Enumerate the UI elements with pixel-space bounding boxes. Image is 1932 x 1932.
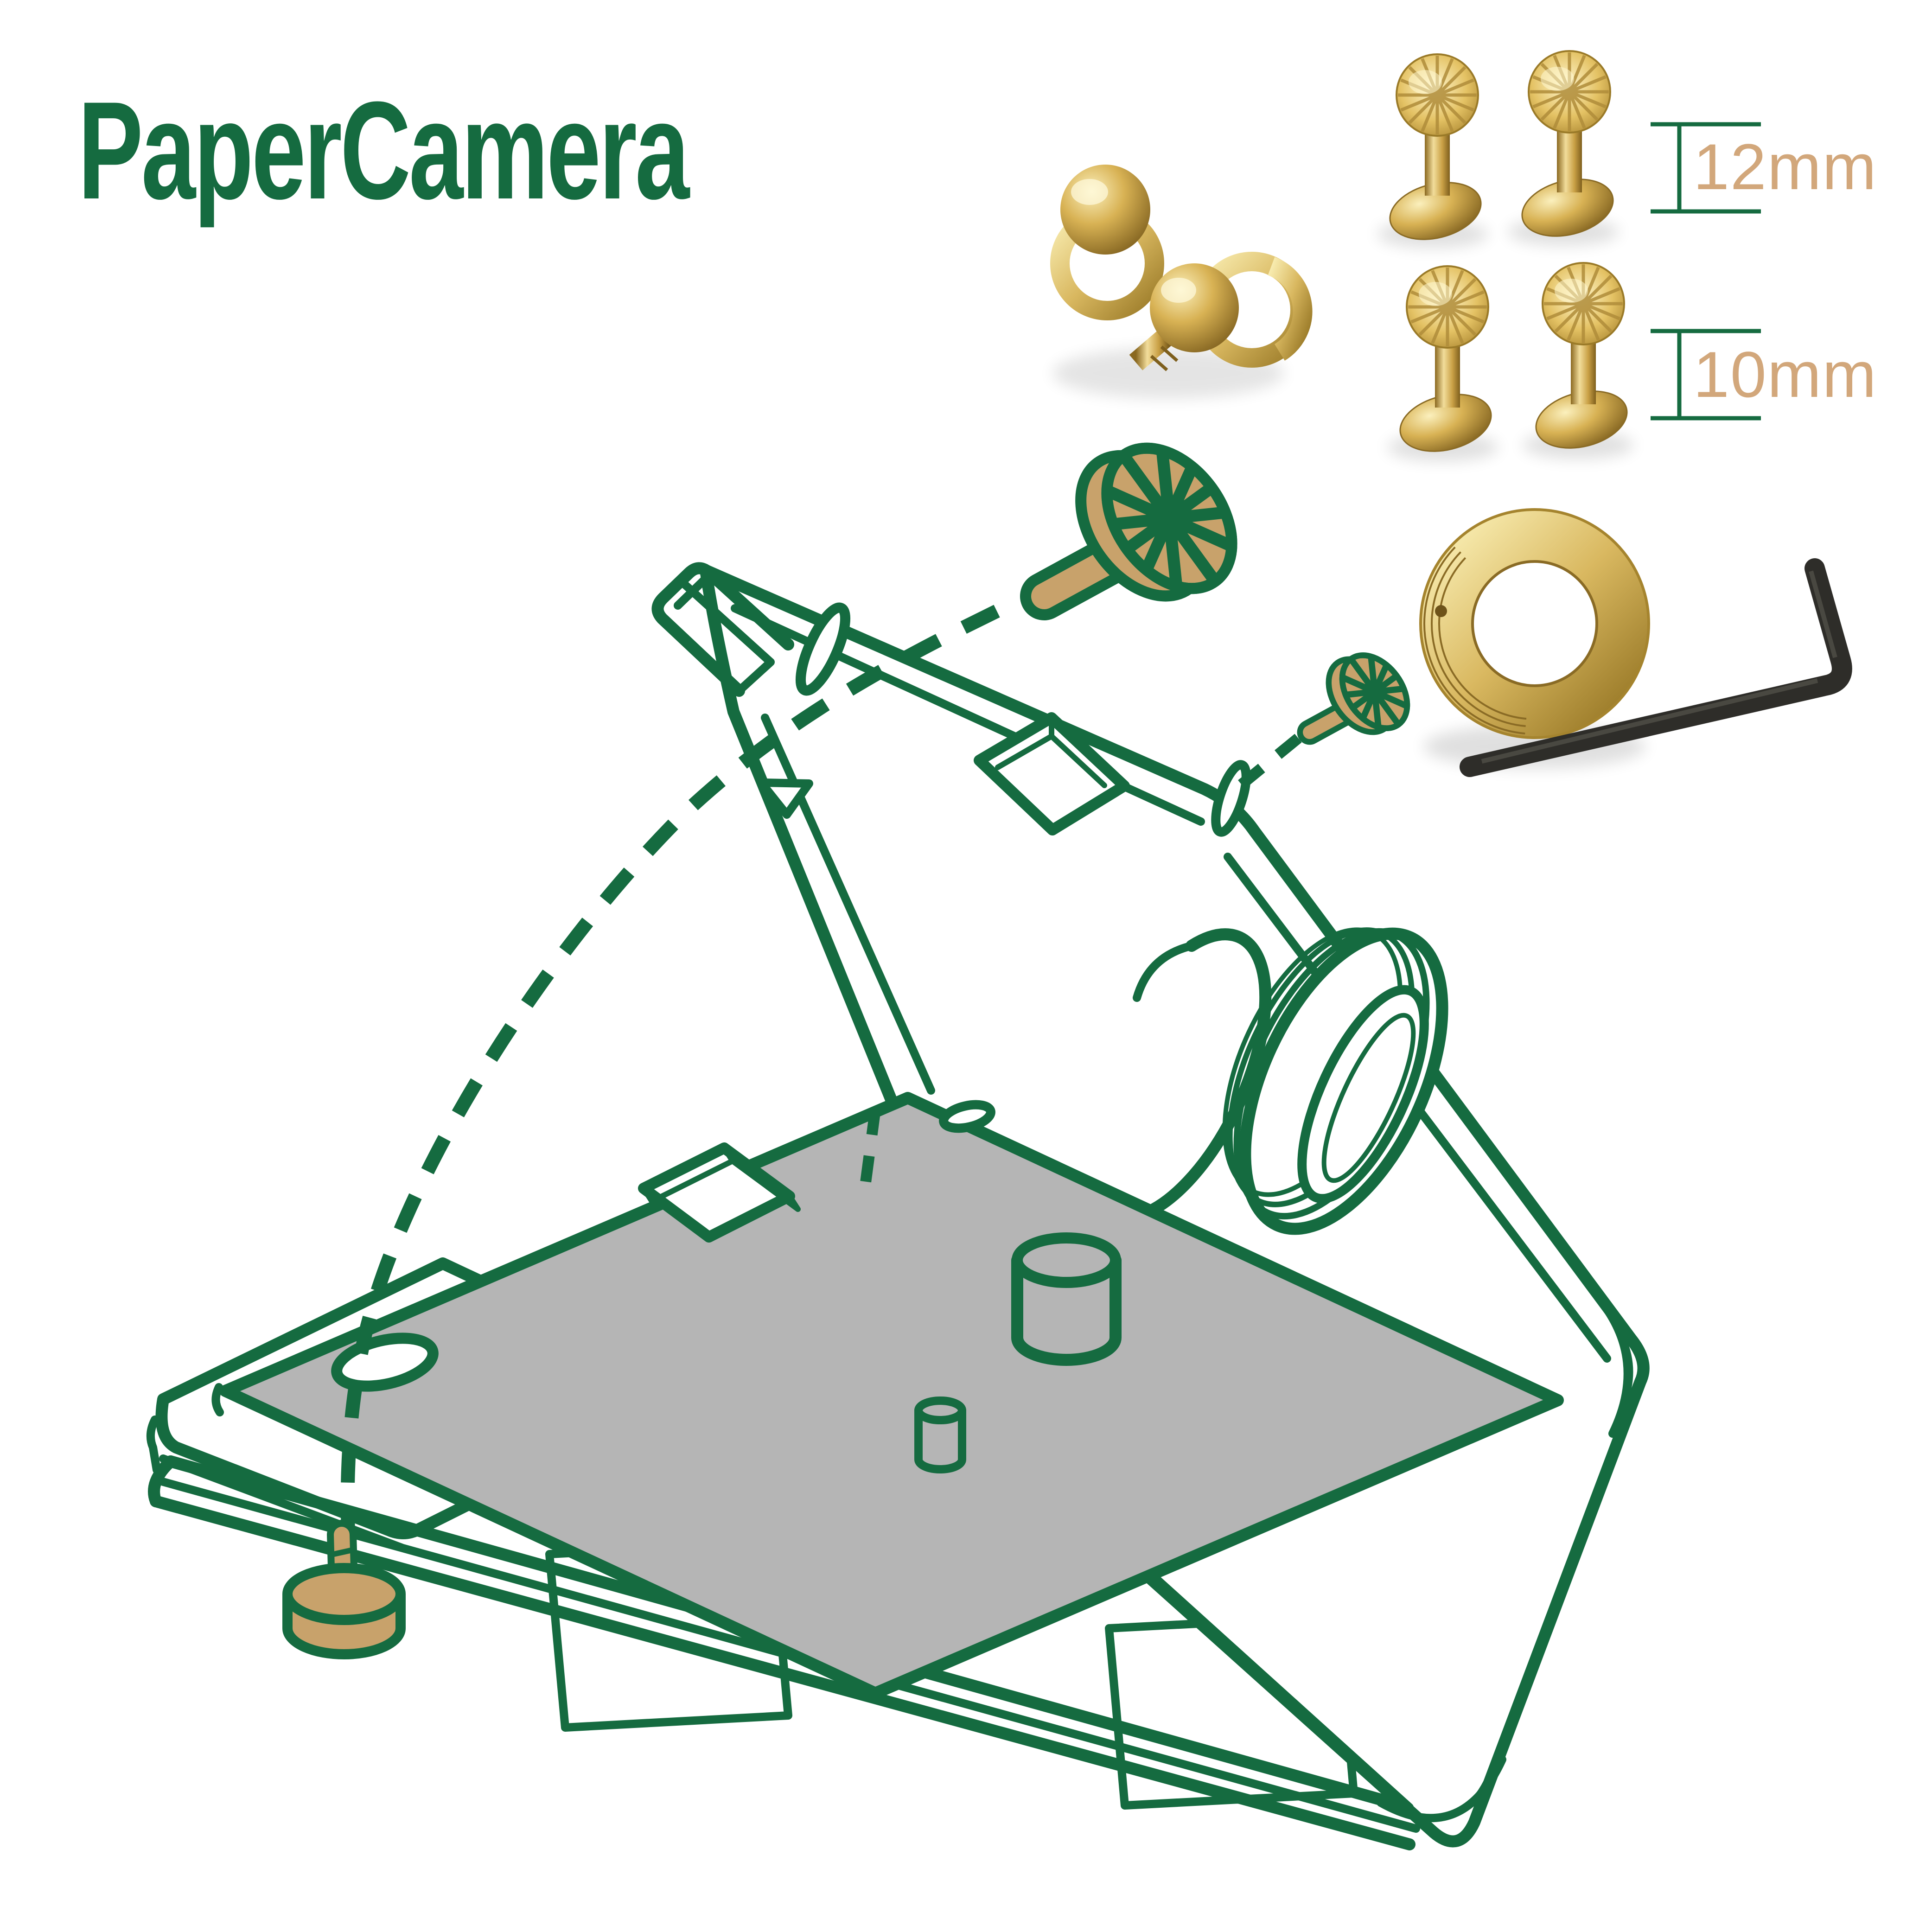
measure-bracket [1651,329,1761,421]
brass-ring-screws-photo [1050,165,1313,371]
hex-key-body [1460,558,1852,777]
cylinder-body [914,1406,966,1473]
lens-ring-pin-hole [1435,605,1447,617]
base-disk-top [282,1563,406,1625]
middle-plate-small-hole [939,1100,995,1133]
measure-label: 10mm [1693,338,1877,411]
ring-pull-ball [1150,263,1239,352]
ring-front-arc [1268,257,1313,361]
hinge-inner [674,571,775,695]
fold-corner-curve-inner [1610,1317,1633,1408]
highlight [1161,278,1196,303]
lens-ring-inner-rim [1471,560,1598,687]
lens-ring-band [1421,510,1649,738]
assembly-diagram [146,402,1650,1850]
lens-arc-hook [1133,942,1196,1002]
middle-plate-corner-thickness [211,1383,224,1416]
lens-mount-cylinder [1011,1232,1122,1366]
thread-line [1423,512,1646,735]
viewfinder-diamond-hole [974,712,1130,835]
panel-to-plate-dashed-line [858,1108,881,1201]
measure-label: 12mm [1693,130,1877,203]
hinge-tab [651,562,813,819]
cylinder-top [914,1396,966,1424]
front-panel [651,562,1650,1848]
diamond-depth-lines [995,715,1107,788]
drawn-screw-side [1310,631,1431,748]
panel-oval-hole [795,602,851,696]
thread-ridges [1150,345,1179,371]
middle-plate-square-hole [638,1142,801,1243]
highlight [1071,179,1108,205]
middle-plate-outline [219,1092,1564,1699]
diamond-outer [974,712,1130,835]
side-screw-dashed-line [1233,733,1302,793]
hinge-notch-triangle [757,778,813,819]
small-post-cylinder [914,1396,966,1473]
assembly-dashed-lines [340,605,1302,1544]
drawn-screw-bottom [282,1520,406,1659]
ring-pull-ball [1060,165,1150,255]
cylinder-top [1012,1232,1121,1288]
chicago-screw [1384,54,1487,248]
chicago-screw [1530,263,1633,457]
middle-plate [211,1092,1564,1699]
brass-chicago-screws-10mm-photo [1394,263,1633,460]
thread-line [1431,520,1639,727]
front-panel-outline [700,564,1650,1848]
measurement-10mm: 10mm [1651,329,1877,421]
base-strip-left-cap [148,1455,177,1507]
lens-opening-inner [1321,1013,1416,1183]
fold-tip-curve-inner [1404,1779,1489,1822]
hex-key-highlight [1481,570,1837,764]
hex-key-photo [1460,558,1852,777]
page-title: PaperCamera [78,72,690,229]
lens-ring-outer-rim [1419,508,1650,739]
lens-opening [1297,985,1429,1204]
chicago-screw [1394,266,1497,460]
square-hole-depth [641,1145,801,1212]
base-strip-bottom-edge [150,1495,1416,1850]
measure-bracket [1651,122,1761,214]
brass-chicago-screws-12mm-photo [1384,51,1619,248]
main-assembly-dashed-curve [340,605,1000,1544]
drawn-screw-top [1044,402,1278,627]
hardware-photos: 12mm 10mm [1050,51,1877,777]
brass-lens-ring-photo [1419,508,1650,739]
measurement-12mm: 12mm [1651,122,1877,214]
bottom-plate-thickness [146,1416,161,1474]
chicago-screw [1516,51,1619,245]
panel-edge-oval-hole [1211,760,1251,837]
hinge-outer [651,562,794,697]
